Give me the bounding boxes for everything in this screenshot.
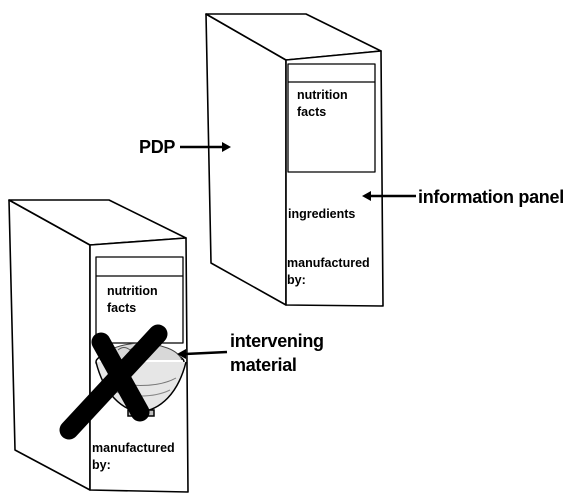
box-top-manufactured-label-1: manufactured bbox=[287, 256, 370, 270]
box-bottom-nutrition-panel bbox=[95, 256, 184, 344]
box-bottom-nutrition-label-2: facts bbox=[107, 301, 136, 315]
x-cross-icon bbox=[59, 324, 168, 440]
box-bottom-manufactured-label-1: manufactured bbox=[92, 441, 175, 455]
intervening-material-label-2: material bbox=[230, 355, 297, 375]
box-bottom-manufactured-label-2: by: bbox=[92, 458, 111, 472]
intervening-material-label-1: intervening bbox=[230, 331, 324, 351]
information-panel-arrow bbox=[362, 191, 416, 201]
box-bottom-front-face bbox=[8, 199, 91, 491]
package-box-top bbox=[205, 13, 384, 307]
box-top-nutrition-label-1: nutrition bbox=[297, 88, 348, 102]
box-top-manufactured-label-2: by: bbox=[287, 273, 306, 287]
box-bottom-nutrition-label-1: nutrition bbox=[107, 284, 158, 298]
box-top-nutrition-label-2: facts bbox=[297, 105, 326, 119]
pdp-label: PDP bbox=[139, 137, 175, 157]
information-panel-label: information panel bbox=[418, 187, 564, 207]
pdp-arrow bbox=[180, 142, 231, 152]
intervening-material-arrow bbox=[177, 349, 228, 359]
box-top-ingredients-label: ingredients bbox=[288, 207, 355, 221]
box-top-front-face bbox=[205, 13, 287, 306]
